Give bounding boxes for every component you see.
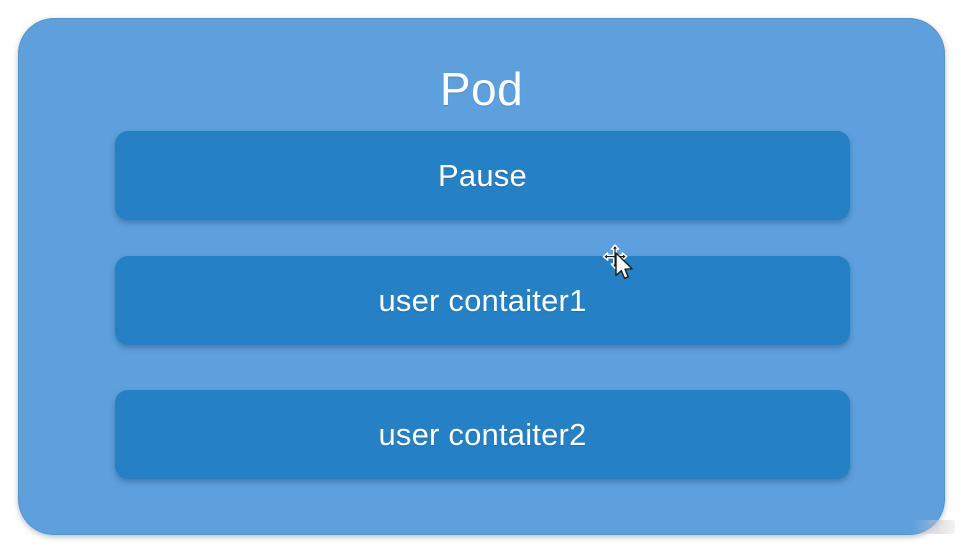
container-label: user contaiter1 bbox=[378, 283, 587, 318]
pod-title: Pod bbox=[439, 63, 524, 115]
container-label: user contaiter2 bbox=[378, 417, 587, 452]
container-box-user-container-1[interactable]: user contaiter1 bbox=[115, 256, 850, 345]
container-box-pause[interactable]: Pause bbox=[115, 131, 850, 220]
container-label: Pause bbox=[438, 158, 527, 193]
pod-container[interactable]: Pod Pause user contaiter1 user contaiter… bbox=[18, 18, 945, 535]
container-box-user-container-2[interactable]: user contaiter2 bbox=[115, 390, 850, 479]
corner-artifact bbox=[913, 520, 955, 534]
